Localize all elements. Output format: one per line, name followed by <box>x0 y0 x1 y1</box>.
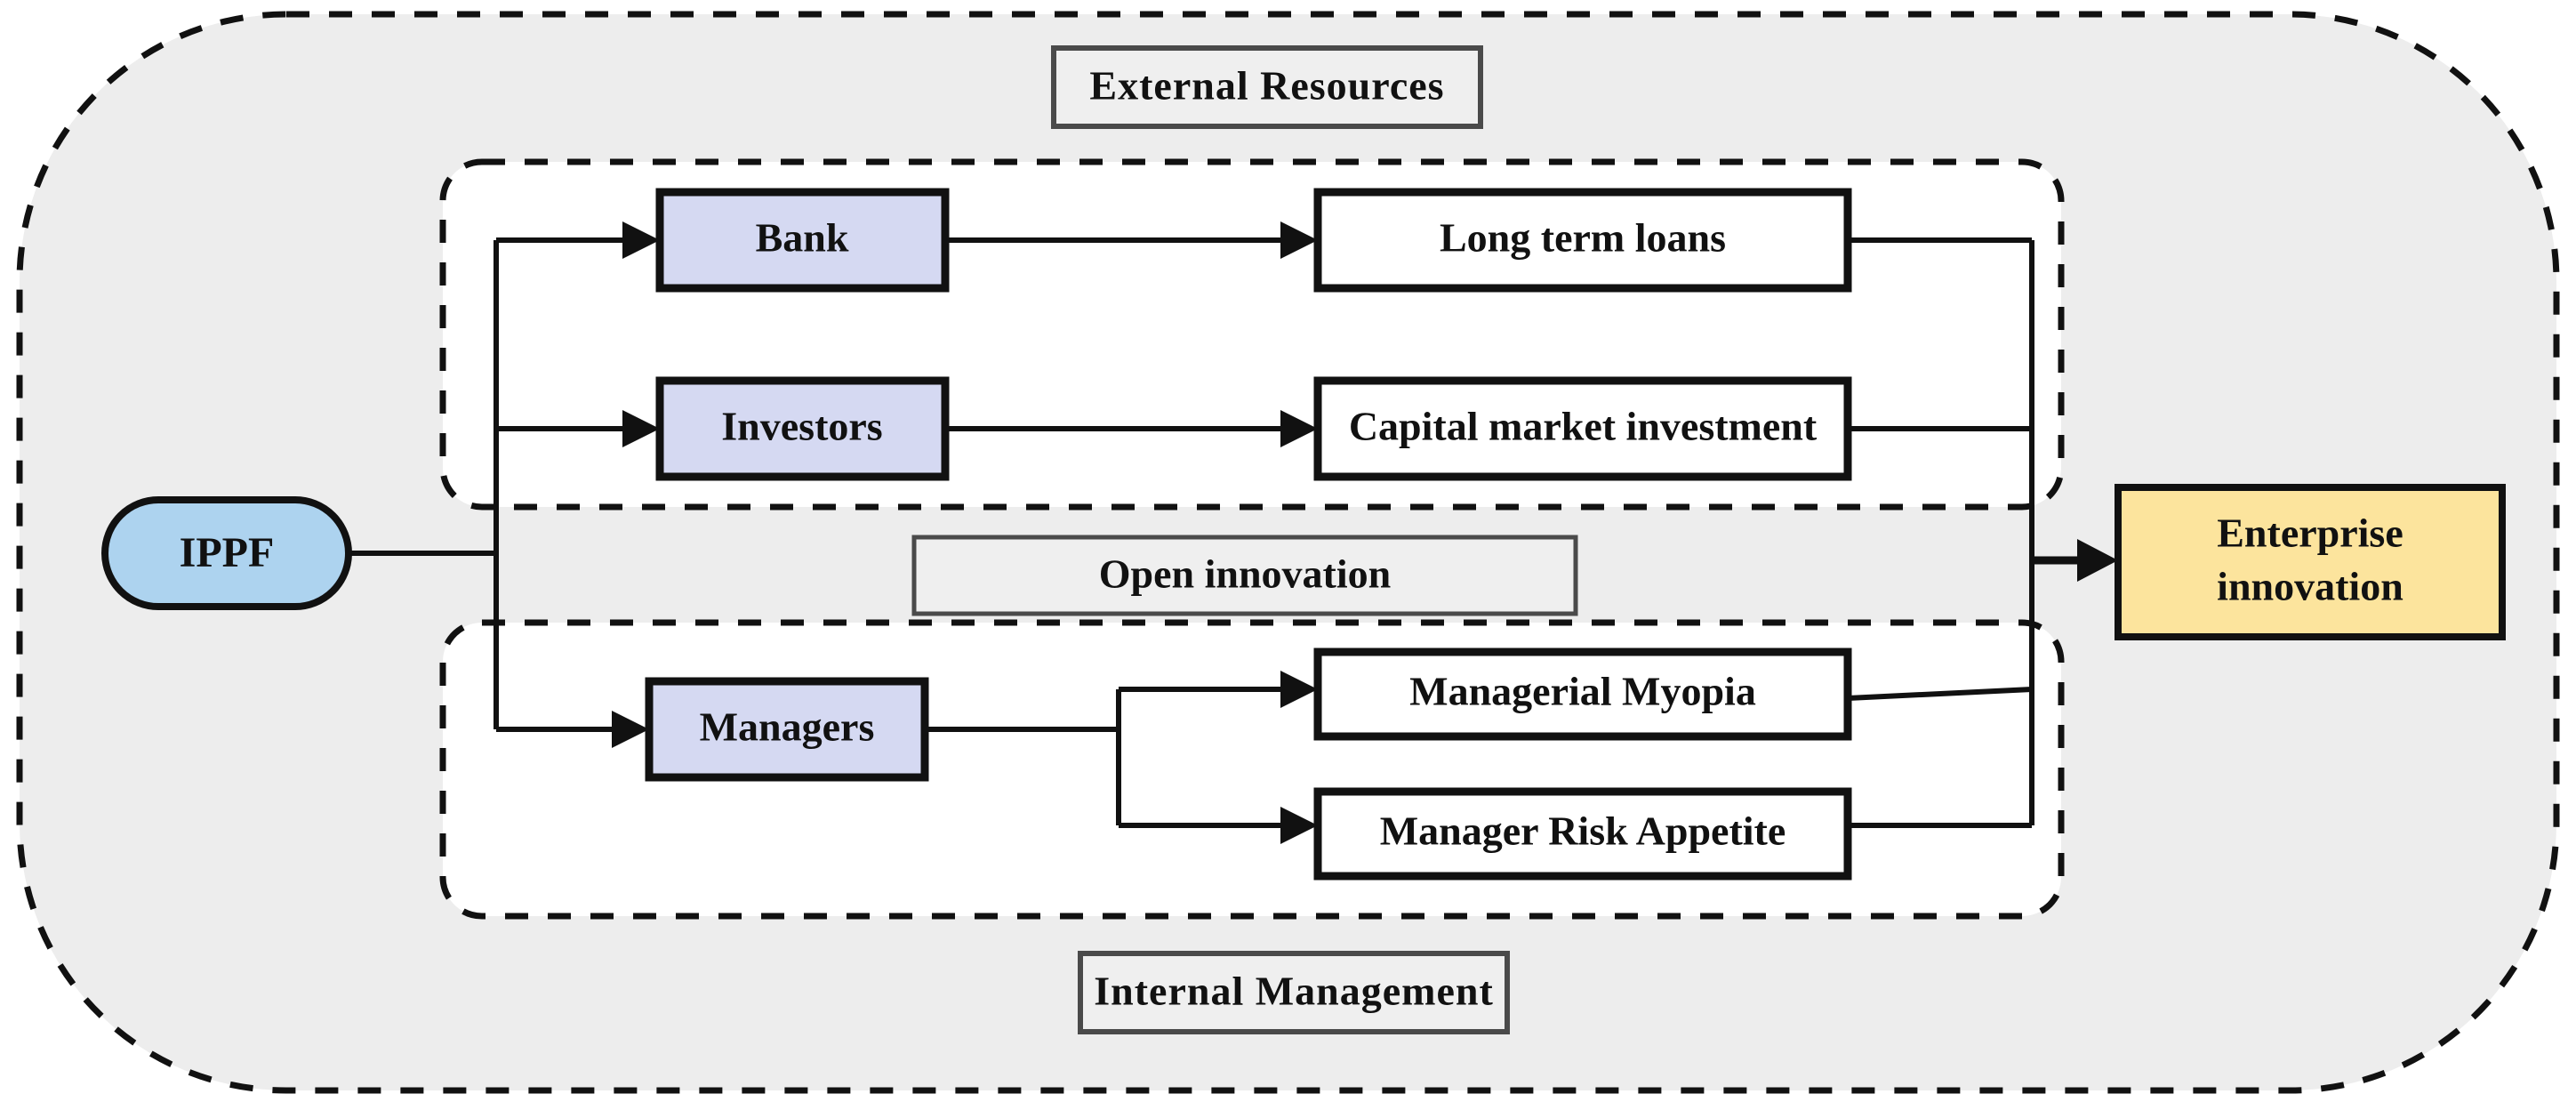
arrowhead-longtermloans <box>1280 221 1318 259</box>
managerial-myopia-node[interactable] <box>1313 648 1852 741</box>
managers-label: Managers <box>700 704 875 750</box>
arrowhead-managers <box>612 711 649 748</box>
capital-market-investment-label: Capital market investment <box>1349 404 1818 449</box>
manager-risk-appetite-node[interactable] <box>1313 787 1852 881</box>
investors-node[interactable] <box>655 376 950 481</box>
arrowhead-bank <box>622 221 660 259</box>
external-resources-label: External Resources <box>1089 63 1444 109</box>
open-innovation-label: Open innovation <box>1099 551 1392 597</box>
enterprise-innovation-label-line2: innovation <box>2217 564 2403 609</box>
manager-risk-appetite-label: Manager Risk Appetite <box>1380 808 1786 854</box>
arrowhead-investors <box>622 410 660 447</box>
arrowheads-actors <box>612 221 660 748</box>
internal-management-band <box>1078 951 1510 1034</box>
arrowheads-outcomes <box>1280 221 1318 844</box>
connector-group-mid <box>925 237 1280 828</box>
arrowhead-capitalmarket <box>1280 410 1318 447</box>
bank-label: Bank <box>756 215 849 261</box>
long-term-loans-node[interactable] <box>1313 188 1852 293</box>
investors-label: Investors <box>721 404 882 449</box>
capital-market-investment-node[interactable] <box>1313 376 1852 481</box>
arrowhead-enterprise-innovation <box>2077 539 2118 582</box>
external-resources-band <box>1051 45 1483 129</box>
connector-group-right <box>1847 237 2081 828</box>
long-term-loans-label: Long term loans <box>1440 215 1726 261</box>
connector-group-left <box>349 237 633 732</box>
arrowhead-myopia <box>1280 671 1318 708</box>
managers-node[interactable] <box>645 677 929 782</box>
managerial-myopia-label: Managerial Myopia <box>1409 669 1756 714</box>
enterprise-innovation-label-line1: Enterprise <box>2217 511 2403 556</box>
arrowhead-riskappetite <box>1280 807 1318 844</box>
ippf-node[interactable] <box>101 496 352 610</box>
open-innovation-band <box>911 535 1578 616</box>
enterprise-innovation-node[interactable] <box>2115 484 2506 640</box>
ippf-label: IPPF <box>180 529 275 576</box>
edge-myopia-right <box>1847 687 2033 701</box>
bank-node[interactable] <box>655 188 950 293</box>
internal-management-label: Internal Management <box>1094 969 1494 1014</box>
